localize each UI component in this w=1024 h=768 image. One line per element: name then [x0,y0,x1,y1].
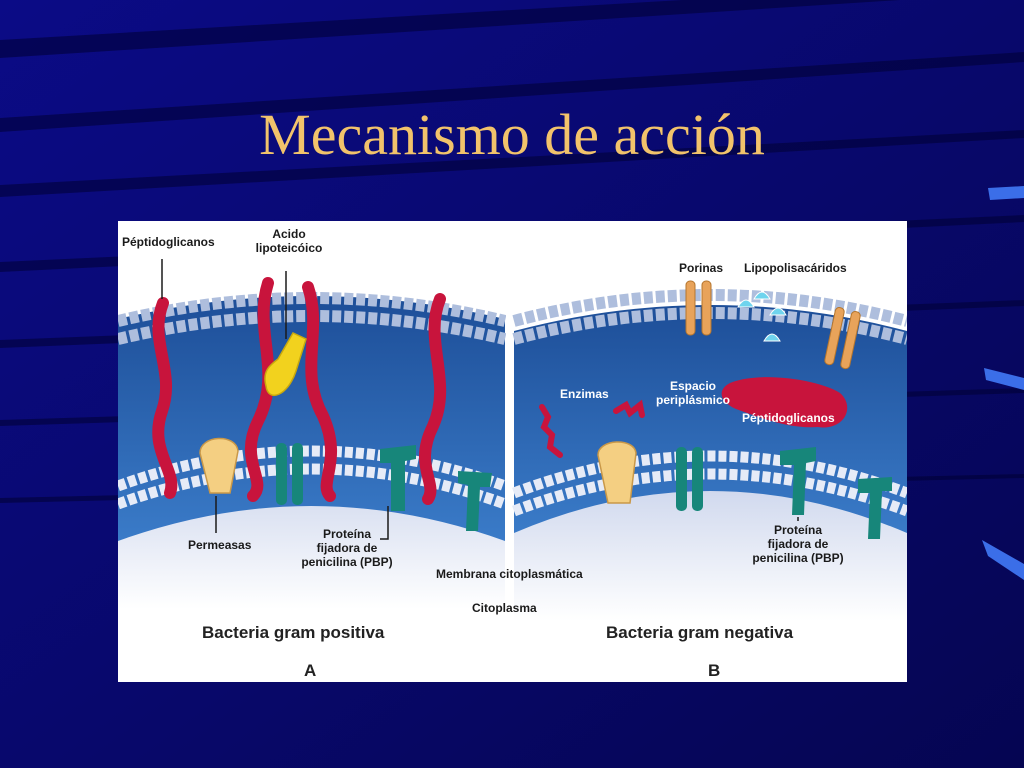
caption-gram-negativa: Bacteria gram negativa [606,623,794,642]
lipoteichoic-acid [264,332,307,396]
label-proteina-pbp-a: Proteína fijadora de penicilina (PBP) [301,527,393,569]
pbp-proteins-b [780,447,892,539]
permease-protein-b [597,441,637,504]
label-citoplasma: Citoplasma [472,601,537,615]
letter-b: B [708,661,721,680]
decorative-dashes [982,186,1024,580]
permease-protein [199,437,239,494]
membrane-illustration [118,221,907,621]
panel-b [512,280,907,621]
label-lipopolisacaridos: Lipopolisacáridos [744,261,847,275]
label-peptidoglicanos-a: Péptidoglicanos [122,235,215,249]
porin-proteins [685,280,861,370]
label-acido-lipoteicoico: Acido lipoteicóico [255,227,323,255]
channel-proteins-b [676,447,703,511]
caption-gram-positiva: Bacteria gram positiva [202,623,385,642]
letter-a: A [304,661,317,680]
lipopolysaccharides [737,291,787,342]
leader-lines-a [161,259,389,540]
label-permeasas: Permeasas [188,538,252,552]
slide-title: Mecanismo de acción [259,102,765,167]
peptidoglycan-strands [152,277,447,505]
pbp-proteins-a [380,445,492,531]
panel-a [118,259,507,609]
label-porinas: Porinas [679,261,724,275]
label-enzimas: Enzimas [560,387,609,401]
enzymes [539,399,645,458]
label-espacio-periplasmico: Espacio periplásmico [655,379,731,407]
label-proteina-pbp-b: Proteína fijadora de penicilina (PBP) [752,523,844,565]
peptidoglycan-layer-b [721,377,848,428]
label-peptidoglicanos-b: Péptidoglicanos [742,411,835,425]
gram-comparison-figure: Péptidoglicanos Acido lipoteicóico Perme… [118,221,907,682]
label-membrana-citoplasmatica: Membrana citoplasmática [436,567,583,581]
channel-proteins-a [276,443,303,505]
